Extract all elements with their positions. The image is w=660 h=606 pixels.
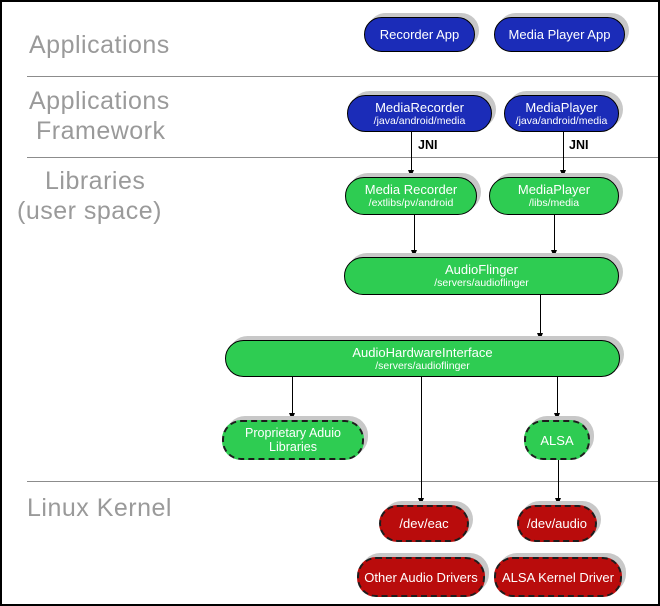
- layer-label-libraries-line2: (user space): [17, 197, 162, 225]
- node-path: /extlibs/pv/android: [368, 197, 454, 209]
- node-path: /servers/audioflinger: [375, 359, 470, 372]
- node-alsa: ALSA: [524, 420, 590, 460]
- node-title: Proprietary Aduio: [245, 426, 341, 440]
- node-title-line2: Libraries: [269, 440, 317, 454]
- node-title: ALSA: [540, 432, 574, 448]
- connector-mediarecorder-audioflinger: [411, 215, 417, 257]
- connector-mediaplayer-audioflinger: [551, 215, 557, 257]
- node-title: /dev/eac: [399, 516, 449, 531]
- layer-label-framework-line1: Applications: [29, 87, 170, 115]
- connector-audioflinger-hwinterface: [537, 295, 543, 340]
- connector-alsa-devaudio: [555, 460, 561, 505]
- node-path: /libs/media: [528, 197, 580, 209]
- node-dev-eac: /dev/eac: [379, 505, 469, 542]
- connector-hwinterface-deveac: [418, 377, 424, 505]
- node-media-recorder-lib: Media Recorder /extlibs/pv/android: [345, 177, 477, 215]
- jni-label-left: JNI: [418, 138, 438, 152]
- node-path: /java/android/media: [515, 114, 608, 127]
- node-title: MediaRecorder: [375, 99, 464, 115]
- connector-mediaplayer-jni: [560, 132, 566, 177]
- node-audio-hardware-interface: AudioHardwareInterface /servers/audiofli…: [225, 340, 620, 377]
- node-title: AudioFlinger: [445, 262, 518, 277]
- node-title: Recorder App: [379, 27, 460, 42]
- node-proprietary-audio-libraries: Proprietary Aduio Libraries: [222, 420, 364, 460]
- node-dev-audio: /dev/audio: [517, 505, 597, 542]
- layer-label-linux-kernel: Linux Kernel: [27, 494, 172, 522]
- layer-label-framework-line2: Framework: [36, 117, 166, 145]
- node-path: /java/android/media: [373, 114, 466, 127]
- separator-applications-framework: [27, 76, 658, 77]
- node-title: Media Player App: [508, 27, 611, 42]
- jni-label-right: JNI: [569, 138, 589, 152]
- layer-label-applications: Applications: [29, 31, 170, 59]
- node-title: /dev/audio: [527, 516, 587, 531]
- node-alsa-kernel-driver: ALSA Kernel Driver: [494, 557, 622, 597]
- node-title: ALSA Kernel Driver: [502, 569, 614, 585]
- node-other-audio-drivers: Other Audio Drivers: [357, 557, 485, 597]
- node-title: Other Audio Drivers: [364, 569, 478, 585]
- node-audioflinger: AudioFlinger /servers/audioflinger: [344, 257, 619, 295]
- node-title: AudioHardwareInterface: [352, 344, 493, 360]
- separator-libraries-kernel: [27, 481, 658, 482]
- node-mediarecorder-framework: MediaRecorder /java/android/media: [347, 95, 492, 132]
- connector-hwinterface-proprietary: [289, 377, 295, 420]
- node-path: /servers/audioflinger: [434, 277, 529, 289]
- node-mediaplayer-framework: MediaPlayer /java/android/media: [504, 95, 619, 132]
- node-mediaplayer-lib: MediaPlayer /libs/media: [489, 177, 619, 215]
- separator-framework-libraries: [27, 157, 658, 158]
- node-media-player-app: Media Player App: [494, 17, 625, 52]
- node-title: Media Recorder: [364, 182, 458, 197]
- node-title: MediaPlayer: [517, 182, 591, 197]
- connector-hwinterface-alsa: [554, 377, 560, 420]
- node-recorder-app: Recorder App: [364, 17, 475, 52]
- layer-label-libraries-line1: Libraries: [45, 167, 146, 195]
- connector-mediarecorder-jni: [408, 132, 414, 177]
- node-title: MediaPlayer: [525, 99, 598, 115]
